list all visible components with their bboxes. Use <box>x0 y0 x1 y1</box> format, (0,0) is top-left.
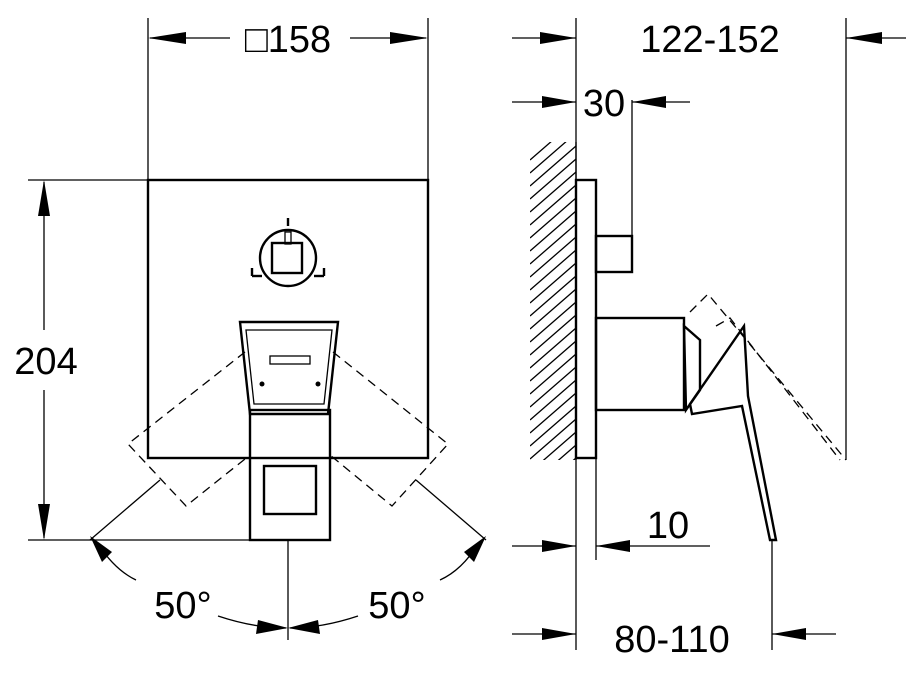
lever-side-profile <box>682 293 847 542</box>
hatch-line <box>530 392 576 434</box>
angle-arc-left <box>90 536 288 634</box>
valve-depth-dimension-label: 30 <box>583 83 625 125</box>
wall-hatching <box>530 142 577 537</box>
mounting-plate <box>574 178 686 460</box>
hatch-line <box>530 210 576 252</box>
hatch-line <box>530 366 576 408</box>
hatch-line <box>530 171 576 213</box>
plate-offset-dimension-label: 10 <box>647 505 689 547</box>
hatch-line <box>530 184 576 226</box>
lever-rotation-outline <box>127 351 449 507</box>
hatch-line <box>530 275 576 317</box>
cover-plate <box>146 178 430 460</box>
hatch-line <box>530 142 567 174</box>
hatch-line <box>530 288 576 330</box>
lever-handle <box>238 320 340 542</box>
diverter-knob <box>250 218 326 288</box>
hatch-line <box>530 223 576 265</box>
hatch-line <box>572 457 576 460</box>
left-angle-label: 50° <box>154 585 211 627</box>
front-view: □158 204 <box>14 18 487 640</box>
hatch-line <box>530 405 576 447</box>
hatch-line <box>530 353 576 395</box>
hatch-line <box>557 444 576 460</box>
lever-depth-range-dimension-line <box>512 628 836 640</box>
right-angle-label: 50° <box>368 585 425 627</box>
hatch-line <box>530 142 552 161</box>
hatch-line <box>542 431 576 460</box>
lever-depth-range-dimension-label: 80-110 <box>614 619 730 661</box>
hatch-line <box>530 484 576 524</box>
valve-depth-dimension-line <box>512 96 690 108</box>
width-dimension-label: □158 <box>245 19 331 61</box>
hatch-line <box>530 340 576 382</box>
hatch-line <box>530 314 576 356</box>
hatch-line <box>530 471 576 511</box>
hatch-line <box>530 236 576 278</box>
hatch-line <box>530 197 576 239</box>
hatch-line <box>530 158 576 200</box>
angle-arc-right <box>288 536 486 634</box>
width-dimension-line <box>148 32 428 44</box>
height-dimension-label: 204 <box>14 341 77 383</box>
side-view: 122-152 30 10 80-110 <box>512 18 906 661</box>
hatch-line <box>530 249 576 291</box>
plate-offset-dimension-line <box>512 540 710 552</box>
hatch-line <box>530 262 576 304</box>
hatch-line <box>530 301 576 343</box>
depth-range-dimension-label: 122-152 <box>640 19 779 61</box>
hatch-line <box>530 418 576 460</box>
depth-range-dimension-line <box>512 32 906 44</box>
hatch-line <box>530 145 576 187</box>
hatch-line <box>530 327 576 369</box>
height-dimension-line <box>38 180 50 540</box>
hatch-line <box>530 497 576 537</box>
hatch-line <box>530 379 576 421</box>
